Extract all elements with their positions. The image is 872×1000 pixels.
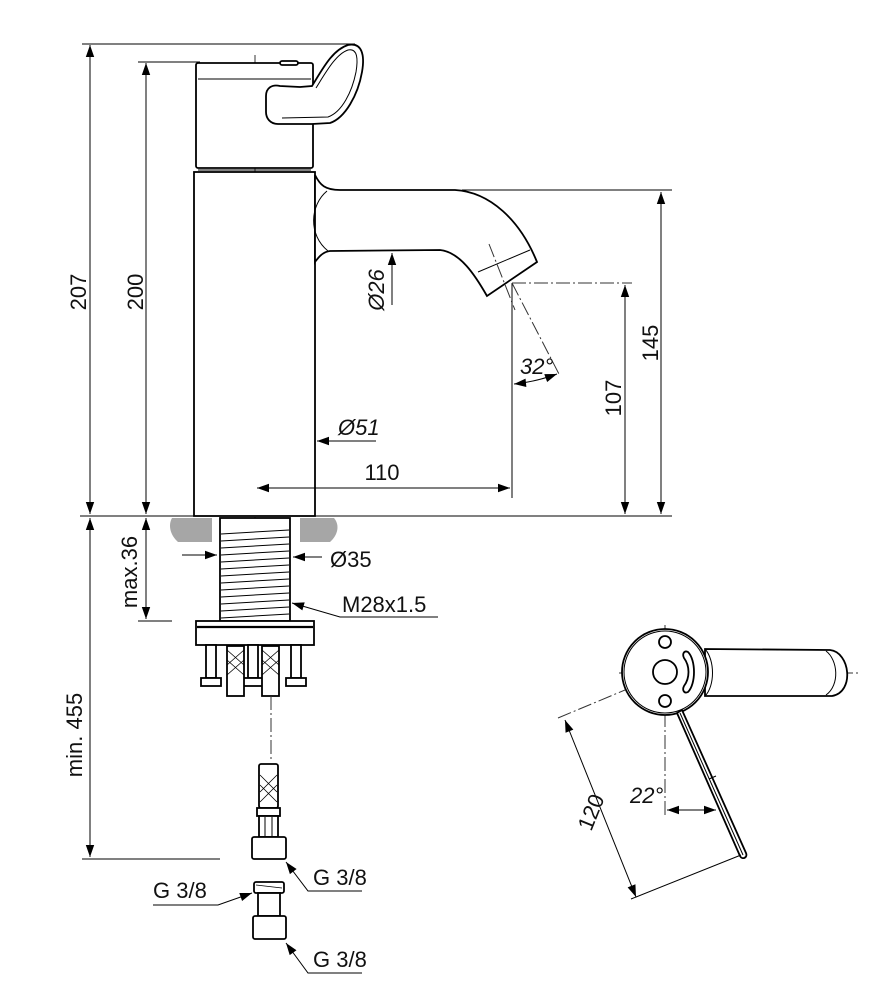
spout (314, 174, 539, 298)
dim-spout-height: 145 (638, 325, 663, 362)
dimension-lines (82, 43, 666, 974)
faucet-body (193, 171, 316, 517)
dim-spout-diameter: Ø26 (364, 268, 389, 311)
dim-thread: M28x1.5 (342, 592, 426, 617)
thread-line (220, 585, 290, 591)
dim-hose-length: min. 455 (62, 693, 87, 777)
dim-body-diameter: Ø51 (337, 415, 380, 440)
adapter-fitting (252, 881, 287, 940)
thread-line (220, 606, 290, 612)
thread-line (220, 564, 290, 570)
thread-line (220, 543, 290, 549)
dim-body-height: 200 (123, 274, 148, 311)
dim-adapter-outlet: G 3/8 (313, 947, 367, 972)
dim-hole-diameter: Ø35 (330, 547, 372, 572)
faucet-side-view (80, 43, 672, 940)
dim-lever-length: 120 (573, 790, 610, 833)
thread-line (220, 613, 290, 619)
dim-outlet-height: 107 (601, 380, 626, 417)
countertop (170, 518, 212, 542)
thread-line (220, 557, 290, 563)
handle-lever (265, 43, 364, 125)
dim-adapter-inlet: G 3/8 (153, 878, 207, 903)
dim-spout-reach: 110 (364, 460, 399, 485)
thread-line (220, 571, 290, 577)
thread-line (220, 529, 290, 535)
supply-hoses (226, 645, 280, 697)
thread-line (220, 536, 290, 542)
thread-line (220, 599, 290, 605)
mounting-plate (195, 620, 315, 646)
hose-connector (251, 763, 287, 860)
dim-deck-thickness: max.36 (117, 536, 142, 608)
spout-top-view (704, 648, 849, 697)
faucet-top-view (557, 625, 860, 900)
dim-lever-angle: 22° (629, 783, 663, 808)
dim-overall-height: 207 (66, 274, 91, 311)
mounting-studs (200, 644, 307, 687)
dim-hose-connection: G 3/8 (313, 865, 367, 890)
thread-line (220, 550, 290, 556)
thread-line (220, 578, 290, 584)
dim-outlet-angle: 32° (520, 354, 553, 379)
thread-line (220, 592, 290, 598)
